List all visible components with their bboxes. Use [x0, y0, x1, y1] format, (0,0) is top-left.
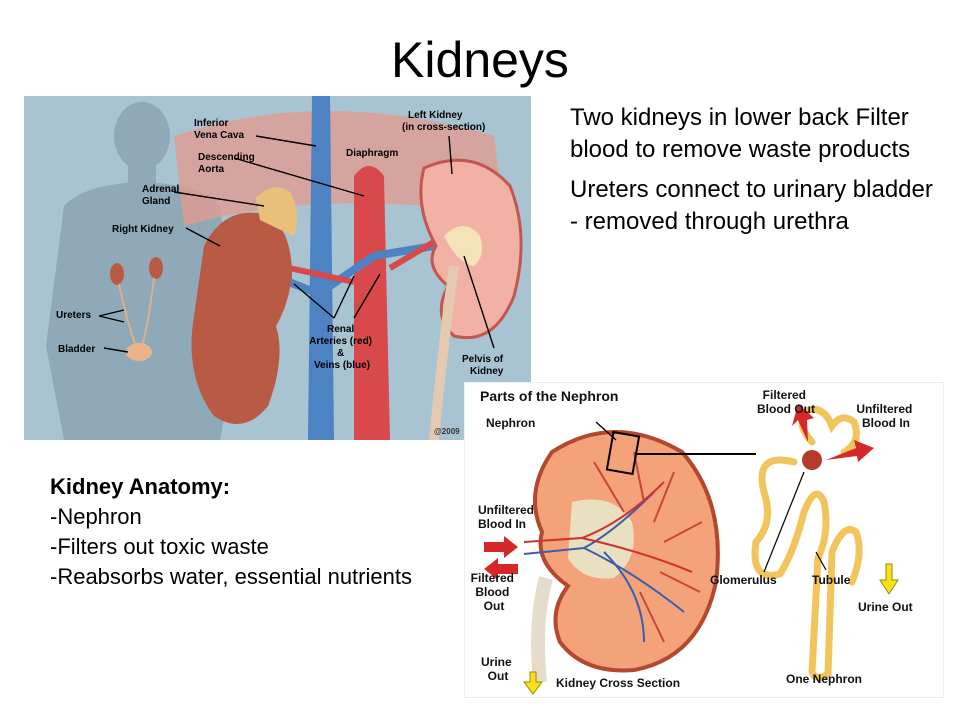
nephron-highlight-box: [605, 430, 641, 476]
label-ureters: Ureters: [56, 310, 91, 321]
bullet-item: Two kidneys in lower back Filter blood t…: [570, 104, 911, 163]
copyright-mark: @2009: [434, 427, 460, 436]
ureter-shape: [531, 576, 553, 683]
vena-cava-shape: [308, 96, 334, 440]
label-left-kidney: Left Kidney (in cross-section): [402, 110, 485, 133]
label-filtered-blood-out: Filtered Blood Out: [757, 388, 815, 416]
adrenal-gland-shape: [256, 187, 298, 236]
label-tubule: Tubule: [812, 573, 851, 587]
nephron-label-line: [595, 421, 617, 441]
left-blood-out-arrow: [484, 558, 518, 580]
leader-lines: [98, 135, 495, 353]
label-urine-out-right: Urine Out: [858, 600, 913, 614]
anatomy-item: -Reabsorbs water, essential nutrients: [50, 564, 412, 589]
unfiltered-blood-in-arrow: [826, 440, 874, 462]
urine-out-arrow-left: [523, 671, 543, 695]
glomerulus-shape: [802, 450, 822, 470]
inset-urinary-tract: [110, 257, 163, 361]
nephron-diagram: Parts of the Nephron Nephron Filtered Bl…: [464, 382, 944, 698]
label-diaphragm: Diaphragm: [346, 148, 398, 159]
label-nephron: Nephron: [486, 416, 535, 430]
label-adrenal-gland: Adrenal Gland: [142, 184, 182, 207]
anatomy-heading: Kidney Anatomy:: [50, 474, 231, 499]
label-inferior-vena-cava: Inferior Vena Cava: [194, 118, 244, 141]
label-glomerulus: Glomerulus: [710, 573, 777, 587]
label-unfiltered-blood-in-left: Unfiltered Blood In: [478, 503, 537, 531]
label-kidney-cross-section: Kidney Cross Section: [556, 676, 680, 690]
label-descending-aorta: Descending Aorta: [198, 152, 257, 175]
label-one-nephron: One Nephron: [786, 672, 862, 686]
label-bladder: Bladder: [58, 344, 95, 355]
aorta-shape: [354, 166, 390, 440]
body-silhouette: [46, 102, 238, 440]
bullet-list: Two kidneys in lower back Filter blood t…: [570, 102, 940, 246]
label-urine-out-left: Urine Out: [481, 655, 515, 683]
bullet-item: Ureters connect to urinary bladder - rem…: [570, 176, 933, 235]
right-kidney-shape: [191, 212, 292, 424]
nephron-leader-lines: [763, 471, 827, 573]
label-right-kidney: Right Kidney: [112, 224, 174, 235]
urine-out-arrow-right: [879, 563, 899, 595]
left-ureter-shape: [429, 265, 459, 440]
filtered-blood-out-arrow: [792, 404, 814, 442]
kidney-pelvis-shape: [444, 226, 482, 266]
label-unfiltered-blood-in-right: Unfiltered Blood In: [856, 402, 915, 430]
pyramid-lines: [593, 451, 703, 643]
label-filtered-blood-out-left: Filtered Blood Out: [471, 571, 518, 613]
slide-title: Kidneys: [391, 32, 569, 88]
anatomy-item: -Nephron: [50, 504, 142, 529]
label-pelvis-of-kidney: Pelvis of Kidney: [462, 354, 506, 377]
anatomy-item: -Filters out toxic waste: [50, 534, 269, 559]
renal-arteries: [523, 481, 693, 573]
nephron-diagram-title: Parts of the Nephron: [480, 388, 618, 404]
kidney-anatomy-illustration: Inferior Vena Cava Descending Aorta Adre…: [24, 96, 531, 440]
kidney-anatomy-text: Kidney Anatomy: -Nephron -Filters out to…: [50, 472, 430, 592]
left-blood-in-arrow: [484, 536, 518, 558]
label-renal-vessels: Renal Arteries (red) & Veins (blue): [309, 324, 375, 371]
